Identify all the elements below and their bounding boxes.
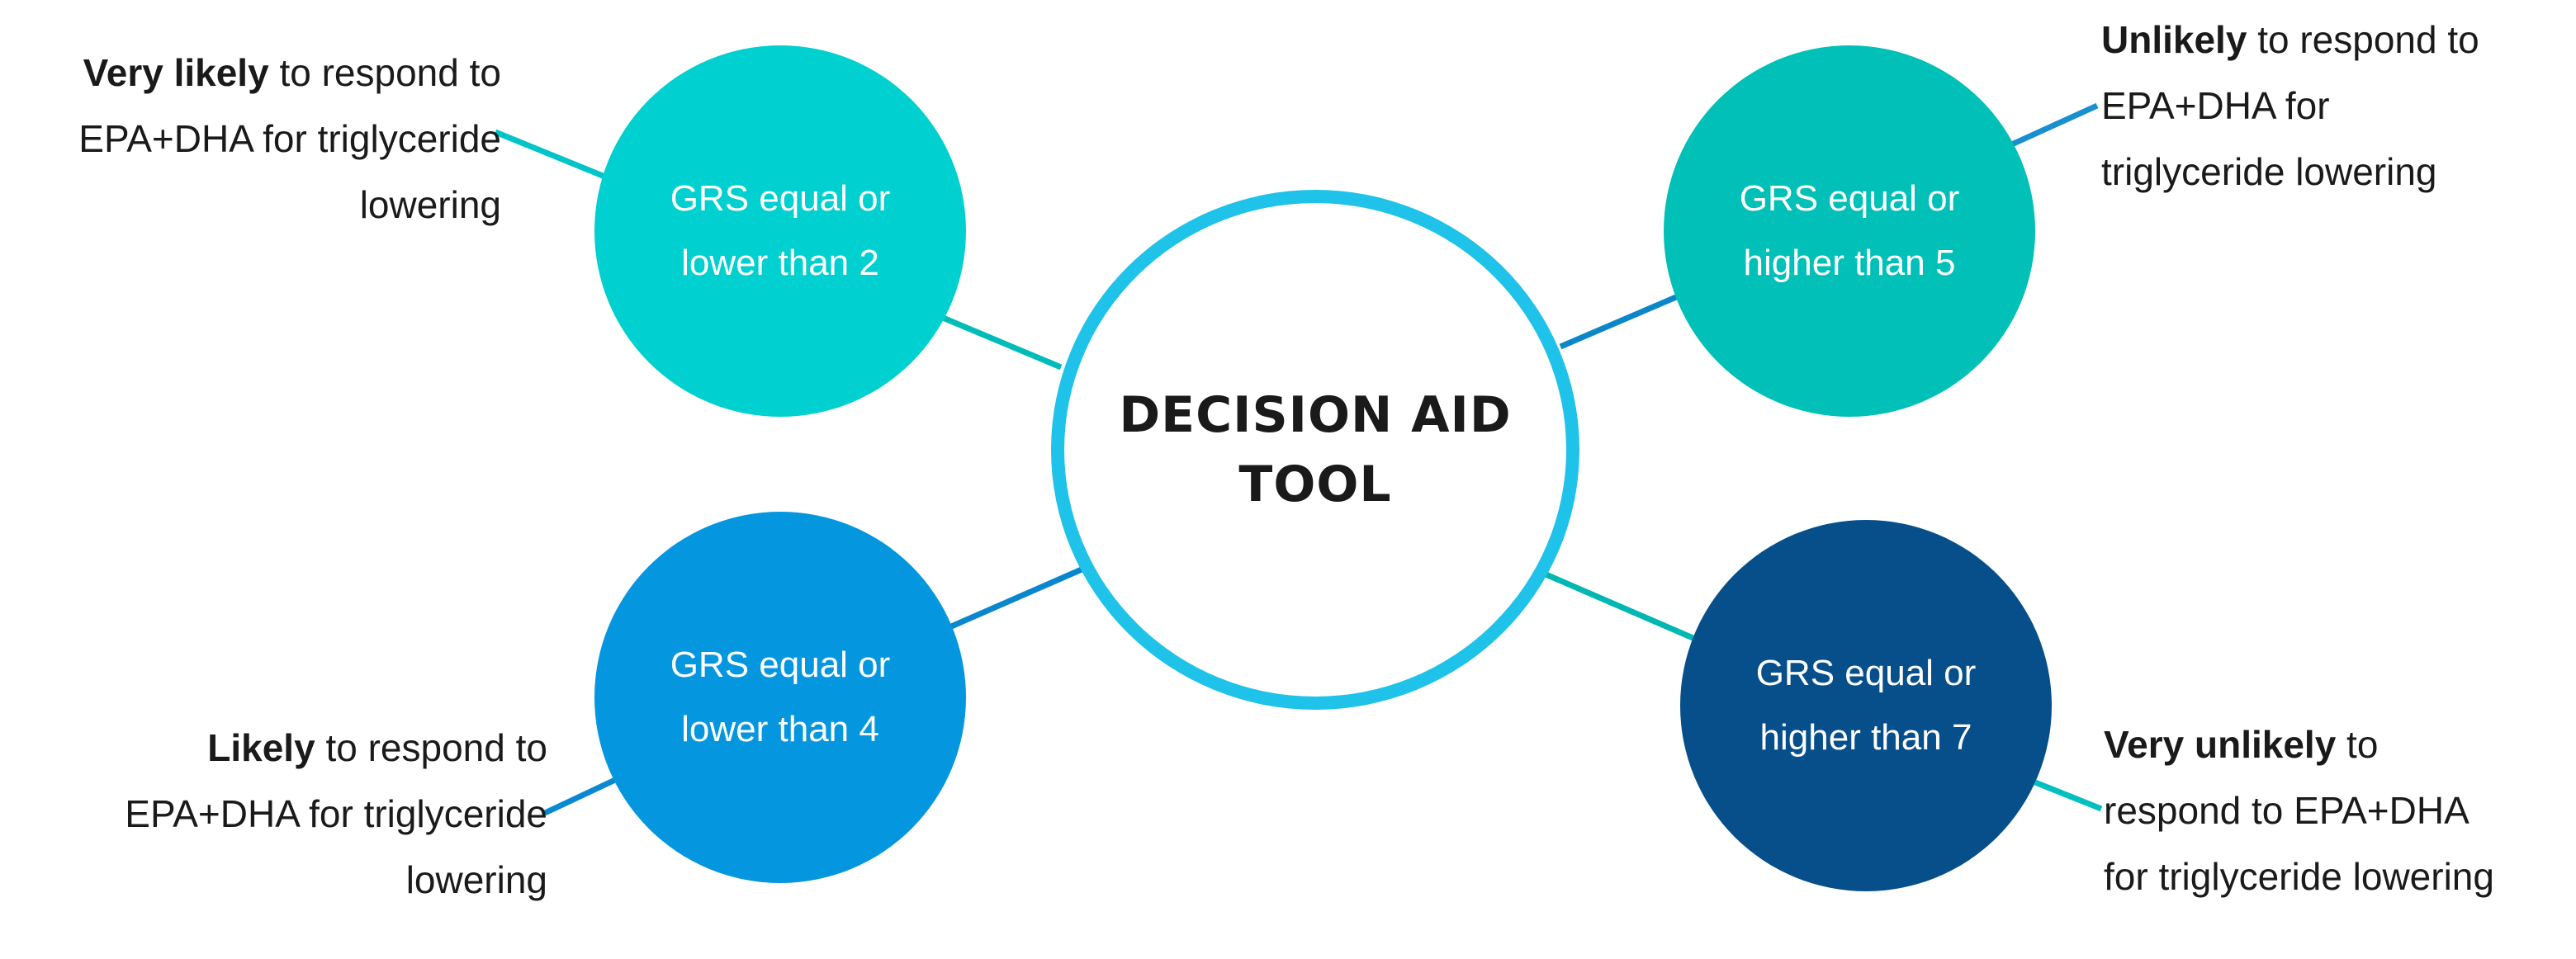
connector-center-top-left <box>941 314 1063 371</box>
center-title: DECISION AID TOOL <box>1119 380 1511 519</box>
caption-top-left-line1: Very likely to respond to <box>78 40 501 106</box>
connector-caption-top-right <box>2005 102 2099 150</box>
caption-bottom-left-bold: Likely <box>207 726 315 769</box>
center-circle: DECISION AID TOOL <box>1051 190 1579 710</box>
caption-top-right-line3: triglyceride lowering <box>2101 150 2437 193</box>
connector-center-bottom-right <box>1542 570 1698 643</box>
node-top-right-line1: GRS equal or <box>1739 178 1960 219</box>
caption-bottom-right-line2: respond to EPA+DHA <box>2104 789 2469 832</box>
caption-bottom-left-line2: EPA+DHA for triglyceride <box>125 792 547 835</box>
node-bottom-left-line2: lower than 4 <box>681 709 879 749</box>
caption-bottom-right-bold: Very unlikely <box>2104 723 2337 766</box>
connector-caption-bottom-left <box>543 777 617 816</box>
center-title-line2: TOOL <box>1238 456 1392 513</box>
caption-top-right-line2: EPA+DHA for <box>2101 84 2330 127</box>
node-bottom-left-line1: GRS equal or <box>670 645 891 685</box>
connector-caption-top-left <box>494 129 608 181</box>
caption-top-left: Very likely to respond to EPA+DHA for tr… <box>78 40 501 238</box>
node-bottom-left: GRS equal or lower than 4 <box>594 512 966 883</box>
caption-top-right: Unlikely to respond to EPA+DHA for trigl… <box>2101 7 2479 205</box>
caption-bottom-left-rest: to respond to <box>315 726 547 769</box>
caption-top-right-rest: to respond to <box>2247 18 2479 61</box>
node-bottom-right-line1: GRS equal or <box>1755 653 1977 693</box>
node-top-left-line2: lower than 2 <box>681 243 879 283</box>
connector-caption-bottom-right <box>2034 779 2103 812</box>
caption-top-left-bold: Very likely <box>83 51 269 94</box>
caption-bottom-left-line3: lowering <box>405 858 547 901</box>
caption-bottom-right-line3: for triglyceride lowering <box>2104 855 2494 898</box>
caption-bottom-left: Likely to respond to EPA+DHA for triglyc… <box>125 715 547 913</box>
caption-top-right-line1: Unlikely to respond to <box>2101 7 2479 73</box>
caption-bottom-right-rest: to <box>2336 723 2379 766</box>
connector-center-bottom-left <box>948 566 1083 631</box>
node-top-right-line2: higher than 5 <box>1743 243 1956 283</box>
caption-top-left-rest: to respond to <box>268 51 501 94</box>
center-title-line1: DECISION AID <box>1119 386 1512 444</box>
node-top-left-line1: GRS equal or <box>670 178 891 219</box>
node-bottom-right-line2: higher than 7 <box>1759 717 1972 758</box>
caption-top-left-line2: EPA+DHA for triglyceride <box>78 117 501 160</box>
caption-bottom-left-line1: Likely to respond to <box>125 715 547 781</box>
caption-bottom-right-line1: Very unlikely to <box>2104 711 2494 777</box>
node-bottom-right: GRS equal or higher than 7 <box>1680 520 2052 891</box>
connector-center-top-right <box>1559 294 1678 350</box>
node-top-left: GRS equal or lower than 2 <box>594 45 966 417</box>
node-top-right: GRS equal or higher than 5 <box>1664 45 2035 417</box>
caption-bottom-right: Very unlikely to respond to EPA+DHA for … <box>2104 711 2494 909</box>
caption-top-left-line3: lowering <box>359 183 501 226</box>
caption-top-right-bold: Unlikely <box>2101 18 2247 61</box>
